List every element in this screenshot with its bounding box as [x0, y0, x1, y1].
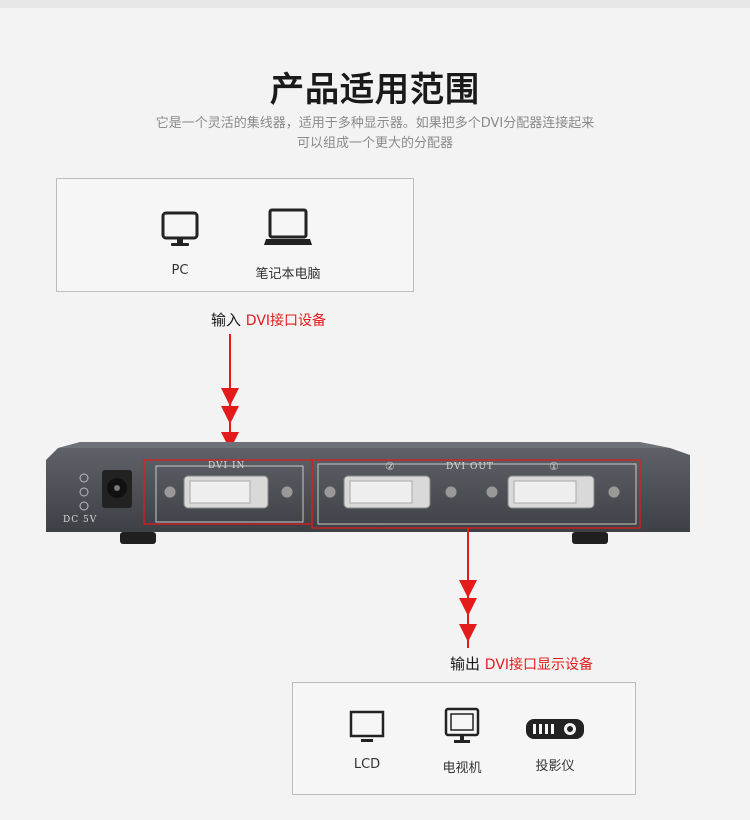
output-device-label: 投影仪 [535, 759, 575, 774]
page-title: 产品适用范围 [270, 70, 480, 110]
output-device-label: 电视机 [442, 761, 482, 776]
input-devices-box: PC 笔记本电脑 [56, 178, 414, 292]
output-device-lcd: LCD [317, 709, 417, 772]
output-arrow [459, 528, 477, 648]
input-device-label: 笔记本电脑 [255, 267, 321, 282]
lcd-icon [317, 709, 417, 745]
projector-icon [505, 713, 605, 743]
output-device-projector: 投影仪 [505, 713, 605, 774]
input-annotation-prefix: 输入 [211, 311, 242, 329]
dvi-in-label: DVI IN [208, 461, 246, 471]
out-port-1-label: ① [549, 460, 560, 473]
description-line-2: 可以组成一个更大的分配器 [296, 136, 453, 151]
input-annotation-highlight: DVI接口设备 [245, 313, 327, 329]
dvi-splitter-device [46, 442, 690, 544]
output-devices-box: LCD 电视机 投影仪 [292, 682, 636, 795]
dc-label: DC 5V [63, 515, 98, 525]
laptop-icon [238, 207, 338, 249]
monitor-icon [130, 209, 230, 249]
output-device-tv: 电视机 [412, 707, 512, 776]
input-device-laptop: 笔记本电脑 [238, 207, 338, 282]
output-annotation-highlight: DVI接口显示设备 [484, 657, 594, 673]
output-device-label: LCD [353, 757, 381, 772]
output-annotation-prefix: 输出 [450, 655, 481, 673]
tv-icon [412, 707, 512, 745]
top-bar [0, 0, 750, 8]
description: 它是一个灵活的集线器，适用于多种显示器。如果把多个DVI分配器连接起来 可以组成… [60, 114, 690, 154]
input-annotation: 输入 DVI接口设备 [211, 309, 326, 330]
output-annotation: 输出 DVI接口显示设备 [450, 653, 593, 674]
input-device-pc: PC [130, 209, 230, 278]
input-arrow [221, 334, 239, 462]
out-port-2-label: ② [385, 460, 396, 473]
input-device-label: PC [171, 263, 189, 278]
description-line-1: 它是一个灵活的集线器，适用于多种显示器。如果把多个DVI分配器连接起来 [155, 116, 595, 131]
dvi-out-label: DVI OUT [446, 462, 494, 472]
